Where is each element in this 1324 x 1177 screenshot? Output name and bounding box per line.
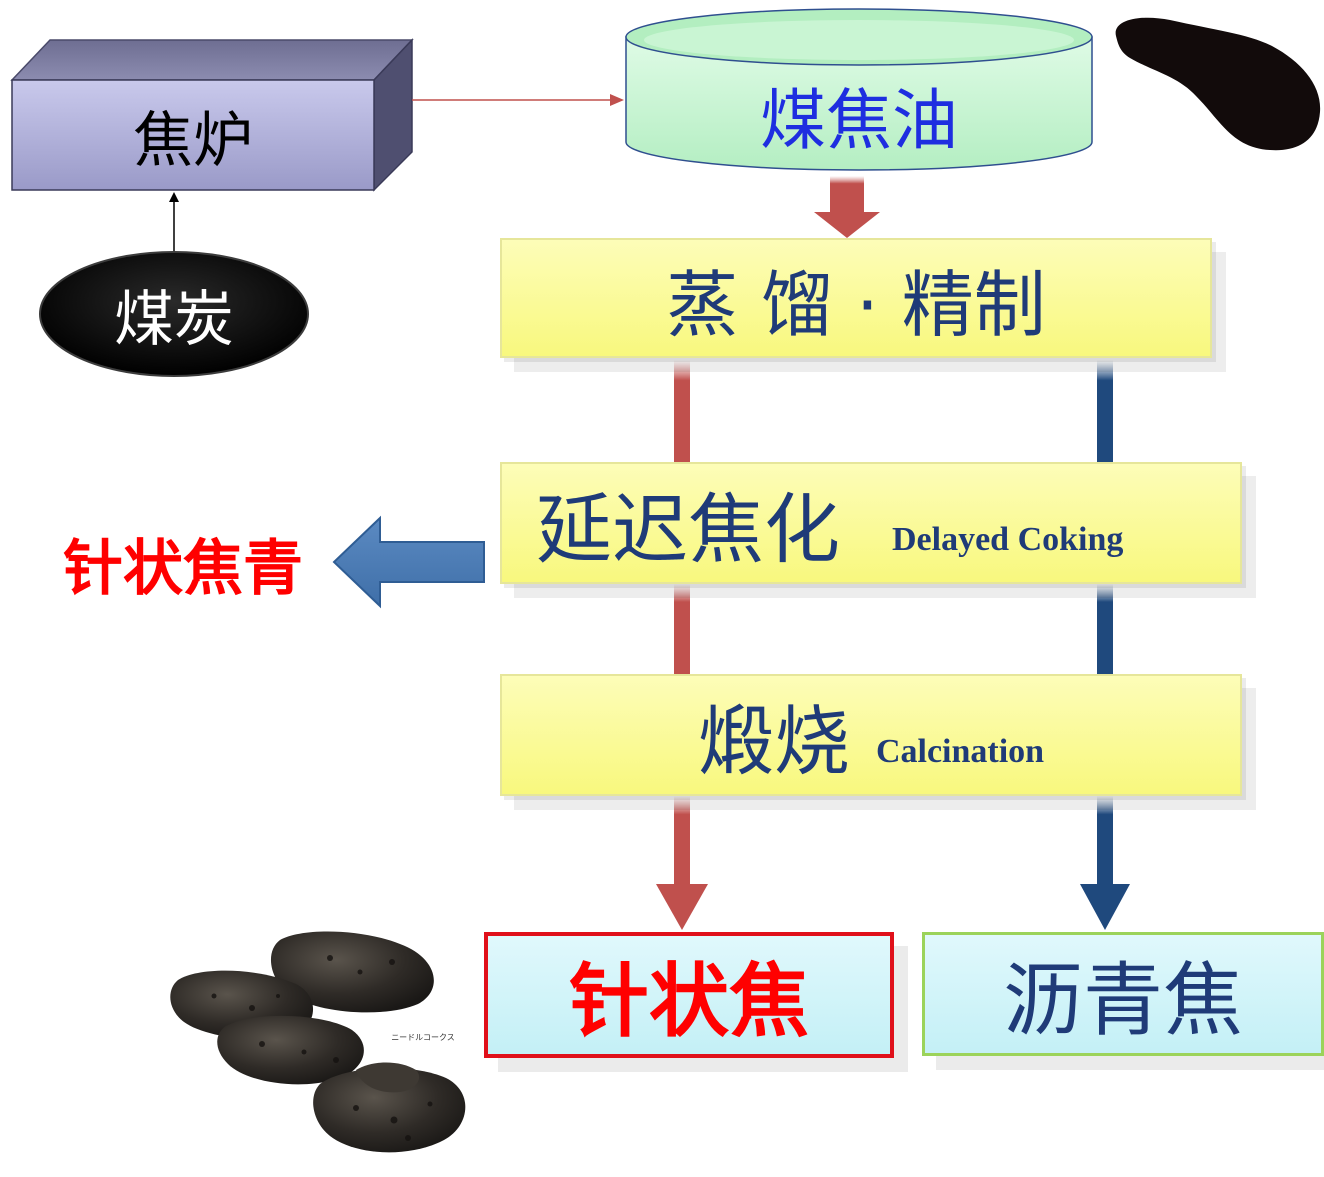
- pitch-coke-flow-line: [1080, 360, 1130, 930]
- delayed-coking-english: Delayed Coking: [892, 521, 1124, 558]
- coal-tar-blob-image: [1115, 17, 1321, 151]
- distillation-box: 蒸 馏 · 精制: [500, 238, 1212, 358]
- coal-tar-cylinder: [625, 8, 1093, 171]
- distillation-label: 蒸 馏 · 精制: [666, 262, 1046, 347]
- calcination-english: Calcination: [875, 733, 1045, 770]
- needle-coke-photo: [170, 931, 466, 1153]
- needle-coke-box: 针状焦: [484, 932, 894, 1058]
- needle-coke-label: 针状焦: [569, 955, 809, 1048]
- coal-label: 煤炭: [114, 284, 234, 355]
- coal-tar-label: 煤焦油: [760, 82, 958, 159]
- coke-oven-box: [10, 38, 414, 192]
- coal-ellipse: [39, 251, 309, 377]
- needle-coke-flow-line: [656, 360, 708, 930]
- pitch-coke-box: 沥青焦: [922, 932, 1324, 1056]
- left-output-arrow: [332, 515, 485, 609]
- calcination-box: 煅烧 Calcination: [500, 674, 1242, 796]
- tar-to-distillation-arrow: [814, 176, 880, 238]
- pitch-coke-label: 沥青焦: [1003, 954, 1243, 1047]
- needle-pitch-label: 针状焦青: [63, 533, 303, 604]
- photo-caption: ニードルコークス: [391, 1032, 455, 1042]
- calcination-label: 煅烧: [697, 697, 850, 786]
- coal-to-oven-arrow: [169, 192, 179, 252]
- oven-to-tar-arrow: [412, 94, 624, 106]
- coke-oven-label: 焦炉: [133, 105, 253, 176]
- delayed-coking-label: 延迟焦化: [536, 485, 840, 574]
- delayed-coking-box: 延迟焦化 Delayed Coking: [500, 462, 1242, 584]
